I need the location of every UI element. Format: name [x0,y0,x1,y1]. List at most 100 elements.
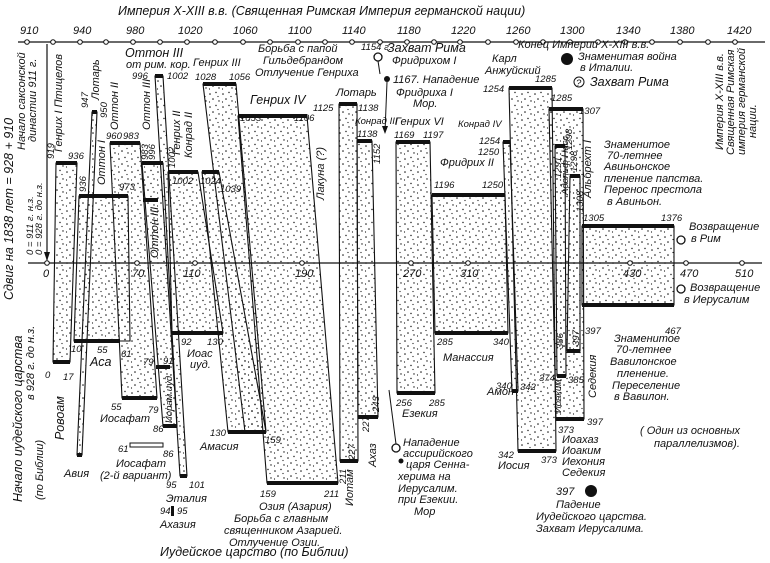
year-label: 1197 [423,130,444,141]
year-label: 92 [181,337,192,348]
year-label: 61 [121,349,132,360]
year-label: 983 [123,131,140,142]
assyria-open-marker-icon [391,443,401,453]
saxon-note-1: Начало саксонской [16,52,28,150]
babylon-line: Переселение [612,380,680,392]
year-label: 55 [111,402,122,413]
rome-capture-year: 1154 г. [361,42,391,53]
return-rome-marker-icon [676,235,686,245]
top-tick-label: 1220 [451,25,476,37]
year-label: 936 [78,175,89,192]
year-label: 1254 [479,136,500,147]
rome-capture-q: Захват Рима [590,75,669,89]
ruler-jehoshaphat-2: Иосафат [116,458,166,470]
year-label: 919 [46,142,57,159]
year-label: 947 [80,91,91,108]
ruler-zedekiah: Седекия [587,355,599,398]
attack-1167-line: Мор. [413,98,437,110]
year-label: 1002 [172,176,194,187]
ruler-jehoshaphat: Иосафат [100,413,150,425]
year-label: 1152 [372,143,383,164]
year-label: 397 [585,326,602,337]
rome-capture-open-marker-icon [373,52,383,62]
year-label: 1024 [200,176,221,187]
ruler-ahaz: Ахаз [367,443,379,468]
zero-note-1: 0 = 911 г. н.з. [25,196,36,255]
babylon-line: 70-летнее [616,344,672,356]
fall-marker-icon [585,485,597,497]
year-label: 79 [143,357,154,368]
ruler-hezekiah: Езекия [402,408,438,420]
top-tick-label: 1020 [178,25,203,37]
ruler-athaliah: Эталия [166,493,207,505]
assyria-line: ассирийского [403,448,473,460]
shape-avignon-babylon [581,225,675,306]
ruler-josiah: Иосия [498,460,530,472]
last-king: Иехония [562,456,605,468]
middle-axis: 0 70 110 190 270 310 430 470 510 [28,44,762,280]
year-label: 973 [119,182,136,193]
year-label: 397 [587,417,604,428]
shift-note: Сдвиг на 1838 лет = 928 + 910 [2,118,16,300]
year-label: 397 [571,329,582,346]
parallelism-note: параллелизмов). [654,438,740,450]
year-label: 211 [323,489,339,500]
year-label: 1305 [583,213,605,224]
top-tick-label: 1340 [616,25,641,37]
attack-1167-line: 1167. Нападение [393,74,479,86]
babylon-line: пленение. [617,368,669,380]
ruler-henry2: Генрих II [171,110,183,155]
year-label: 159 [265,435,282,446]
right-notes: Империя X-XIII в.в. Священная Римская им… [714,48,759,155]
ruler-henry4: Генрих IV [250,93,307,107]
ahaziah-bar [171,506,174,516]
ruler-lothar: Лотарь [90,59,102,101]
ruler-otto3: Оттон III [141,79,153,130]
ruler-joash: Иоас [187,348,213,360]
right-note: империя германской [736,48,748,155]
year-label: 1291 [553,157,564,178]
ruler-ahaziah: Ахазия [159,519,196,531]
year-label: 950 [99,101,110,118]
struggle-pope-line: Гильдебрандом [263,55,343,67]
year-label: 95 [177,506,188,517]
year-label: 385 [568,375,585,386]
ruler-joram: Иорам иуд. [164,373,175,423]
ruler-manasseh: Манассия [443,352,494,364]
ruler-abijah: Авия [63,468,89,480]
arrow-head-icon [44,252,50,261]
top-axis: 910 940 980 1020 1060 1100 1140 1180 122… [18,25,765,45]
year-label: 1028 [195,72,217,83]
year-label: 340 [493,337,510,348]
top-tick-label: 940 [73,25,92,37]
last-king: Иоаким [562,445,601,457]
mid-tick-label: 310 [460,268,479,280]
attack-1167-line: Фридриха I [396,87,453,99]
year-label: 94 [160,506,171,517]
year-label: 130 [210,428,227,439]
top-tick-label: 1180 [397,25,422,37]
year-label: 95 [166,480,177,491]
year-label: 79 [148,405,159,416]
ruler-rehoboam: Ровоам [53,396,67,440]
ruler-otto2: Оттон II [109,82,121,130]
year-label: 61 [118,444,129,455]
year-label: 373 [558,425,575,436]
ruler-charles2: Анжуйский [484,65,541,77]
reign-bars [53,74,674,485]
ruler-henry6: Генрих VI [395,116,444,128]
assyria-line: Иерусалим. [398,483,458,495]
year-label: 1298 [569,150,580,172]
top-tick-label: 1060 [233,25,258,37]
rome-capture-line: Фридрихом I [392,55,456,67]
avignon-line: пленение папства. [604,173,703,185]
year-label: 101 [189,480,205,491]
year-label: 130 [207,337,224,348]
top-tick-label: 980 [126,25,145,37]
right-note: Империя X-XIII в.в. [714,53,726,150]
fall-line: Падение [556,499,601,511]
year-label: 983 [140,143,151,160]
year-label: 159 [260,489,277,500]
assyria-line: Мор [414,506,435,518]
event-annotations: Борьба с папой Гильдебрандом Отлучение Г… [224,39,760,549]
